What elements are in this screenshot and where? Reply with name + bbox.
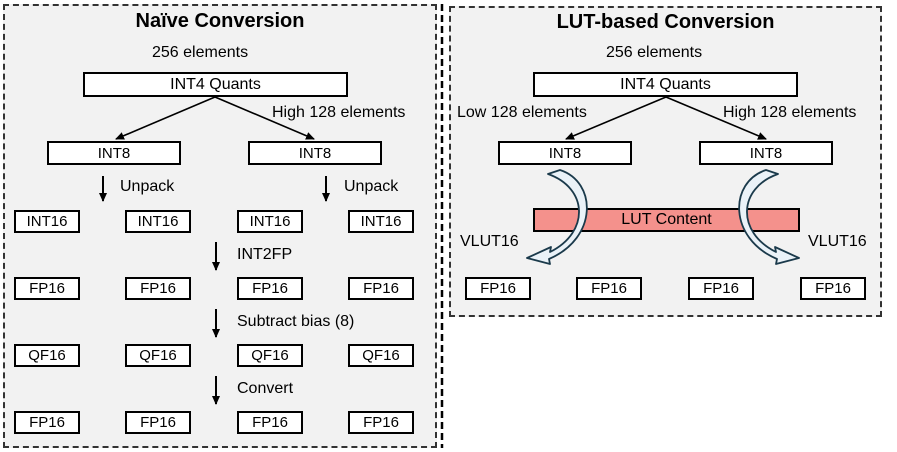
lut-fp16-box-4: FP16 [800, 277, 866, 300]
qf16-box-2: QF16 [125, 344, 191, 367]
lut-low-elements-label: Low 128 elements [457, 104, 587, 121]
naive-unpack-left-label: Unpack [120, 178, 175, 195]
fp16-b-box-1: FP16 [14, 411, 80, 434]
fp16-a-box-3: FP16 [237, 277, 303, 300]
naive-int8-right-box: INT8 [248, 141, 382, 165]
qf16-box-3: QF16 [237, 344, 303, 367]
naive-high-elements-label: High 128 elements [272, 104, 406, 121]
int16-box-1: INT16 [14, 210, 80, 233]
naive-title: Naïve Conversion [135, 10, 305, 32]
naive-int4-quants-box: INT4 Quants [83, 72, 348, 97]
lut-split-arrow-left [565, 96, 667, 140]
naive-subtract-label: Subtract bias (8) [237, 313, 355, 330]
lut-int8-right-box: INT8 [699, 141, 833, 165]
lut-int8-left-box: INT8 [498, 141, 632, 165]
int16-box-2: INT16 [125, 210, 191, 233]
qf16-box-4: QF16 [348, 344, 414, 367]
lut-fp16-box-3: FP16 [688, 277, 754, 300]
lut-split-arrow-right [665, 96, 767, 140]
int16-box-3: INT16 [237, 210, 303, 233]
naive-split-arrow-left [115, 96, 216, 140]
fp16-b-box-2: FP16 [125, 411, 191, 434]
fp16-b-box-3: FP16 [237, 411, 303, 434]
lut-high-elements-label: High 128 elements [723, 104, 857, 121]
vlut16-left-arrow [526, 169, 588, 265]
lut-int4-quants-box: INT4 Quants [533, 72, 798, 97]
naive-split-arrow-right [214, 96, 315, 140]
lut-elements-label: 256 elements [606, 44, 703, 61]
int16-box-4: INT16 [348, 210, 414, 233]
vlut16-left-label: VLUT16 [460, 233, 519, 250]
naive-unpack-right-label: Unpack [344, 178, 399, 195]
naive-convert-label: Convert [237, 380, 294, 397]
vlut16-right-label: VLUT16 [808, 233, 867, 250]
qf16-box-1: QF16 [14, 344, 80, 367]
lut-fp16-box-2: FP16 [576, 277, 642, 300]
naive-int2fp-label: INT2FP [237, 246, 293, 263]
fp16-a-box-2: FP16 [125, 277, 191, 300]
lut-fp16-box-1: FP16 [465, 277, 531, 300]
fp16-a-box-4: FP16 [348, 277, 414, 300]
lut-title: LUT-based Conversion [556, 11, 775, 33]
fp16-a-box-1: FP16 [14, 277, 80, 300]
vlut16-right-arrow [738, 169, 800, 265]
naive-elements-label: 256 elements [152, 44, 249, 61]
naive-int8-left-box: INT8 [47, 141, 181, 165]
fp16-b-box-4: FP16 [348, 411, 414, 434]
